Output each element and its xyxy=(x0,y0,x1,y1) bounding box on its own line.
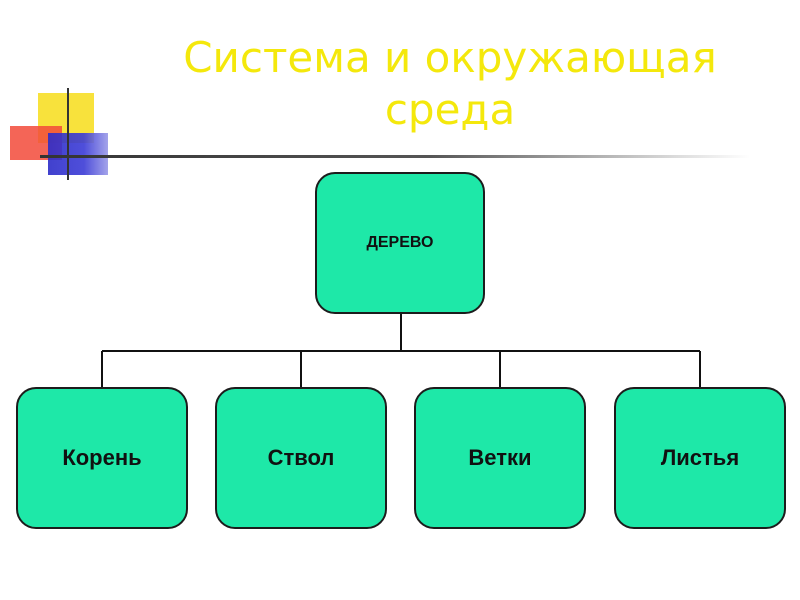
blue-square-decoration xyxy=(48,133,108,175)
child-node-trunk: Ствол xyxy=(215,387,387,529)
child-node-branches: Ветки xyxy=(414,387,586,529)
root-node: ДЕРЕВО xyxy=(315,172,485,314)
child-node-label: Ствол xyxy=(267,445,335,470)
child-node-root: Корень xyxy=(16,387,188,529)
child-node-label: Листья xyxy=(660,445,740,470)
slide-title: Система и окружающая среда xyxy=(183,33,717,134)
root-node-label: ДЕРЕВО xyxy=(366,234,434,251)
child-node-leaves: Листья xyxy=(614,387,786,529)
child-node-label: Ветки xyxy=(468,445,532,470)
child-node-label: Корень xyxy=(62,445,142,470)
vertical-rule-decoration xyxy=(67,88,69,180)
title-underline xyxy=(40,155,750,158)
